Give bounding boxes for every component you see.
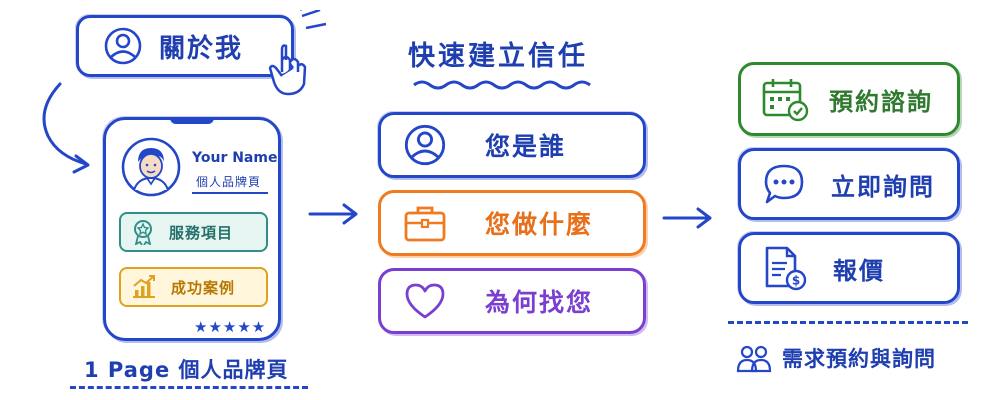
arrow-right — [308, 202, 360, 226]
profile-name: Your Name — [192, 150, 278, 166]
service-items-tile[interactable]: 服務項目 — [119, 212, 268, 252]
avatar — [120, 136, 182, 198]
right-divider — [728, 321, 968, 324]
who-are-you-label: 您是誰 — [485, 132, 567, 161]
who-are-you-card[interactable]: 您是誰 — [378, 112, 646, 178]
rating-stars: ★★★★★ — [194, 318, 267, 336]
right-caption: 需求預約與詢問 — [782, 347, 936, 371]
why-choose-you-card[interactable]: 為何找您 — [378, 268, 646, 334]
quote-document-icon: $ — [763, 244, 807, 292]
about-me-button[interactable]: 關於我 — [76, 15, 294, 77]
quote-card[interactable]: $ 報價 — [738, 232, 960, 304]
success-cases-tile[interactable]: 成功案例 — [119, 267, 268, 307]
profile-divider — [192, 192, 268, 194]
arrow-right — [662, 206, 714, 230]
user-icon — [103, 26, 143, 66]
phone-notch — [170, 117, 214, 124]
middle-title: 快速建立信任 — [408, 41, 588, 72]
success-cases-label: 成功案例 — [171, 278, 236, 297]
why-choose-you-label: 為何找您 — [485, 288, 594, 317]
right-caption-row: 需求預約與詢問 — [736, 340, 936, 376]
people-icon — [736, 343, 772, 373]
left-caption: 1 Page 個人品牌頁 — [84, 358, 289, 382]
pointer-hand-icon — [268, 10, 328, 100]
chat-bubble-icon — [761, 162, 807, 206]
profile-subtitle: 個人品牌頁 — [196, 175, 262, 189]
what-you-do-label: 您做什麼 — [485, 210, 594, 239]
user-icon — [403, 123, 447, 167]
ask-now-card[interactable]: 立即詢問 — [738, 148, 960, 220]
award-icon — [131, 219, 155, 245]
svg-text:$: $ — [792, 274, 800, 288]
growth-chart-icon — [131, 275, 157, 299]
heart-icon — [403, 281, 447, 321]
left-caption-underline — [70, 386, 308, 389]
phone-frame: Your Name 個人品牌頁 服務項目 成功案例 ★★★★★ — [103, 117, 281, 341]
ask-now-label: 立即詢問 — [831, 172, 935, 201]
quote-label: 報價 — [833, 256, 885, 285]
book-consultation-label: 預約諮詢 — [829, 87, 933, 116]
middle-title-underline — [412, 78, 592, 92]
about-me-label: 關於我 — [159, 33, 244, 64]
calendar-check-icon — [761, 76, 809, 122]
curved-arrow — [30, 80, 120, 180]
service-items-label: 服務項目 — [169, 223, 234, 242]
briefcase-icon — [403, 203, 447, 243]
what-you-do-card[interactable]: 您做什麼 — [378, 190, 646, 256]
book-consultation-card[interactable]: 預約諮詢 — [738, 62, 960, 136]
